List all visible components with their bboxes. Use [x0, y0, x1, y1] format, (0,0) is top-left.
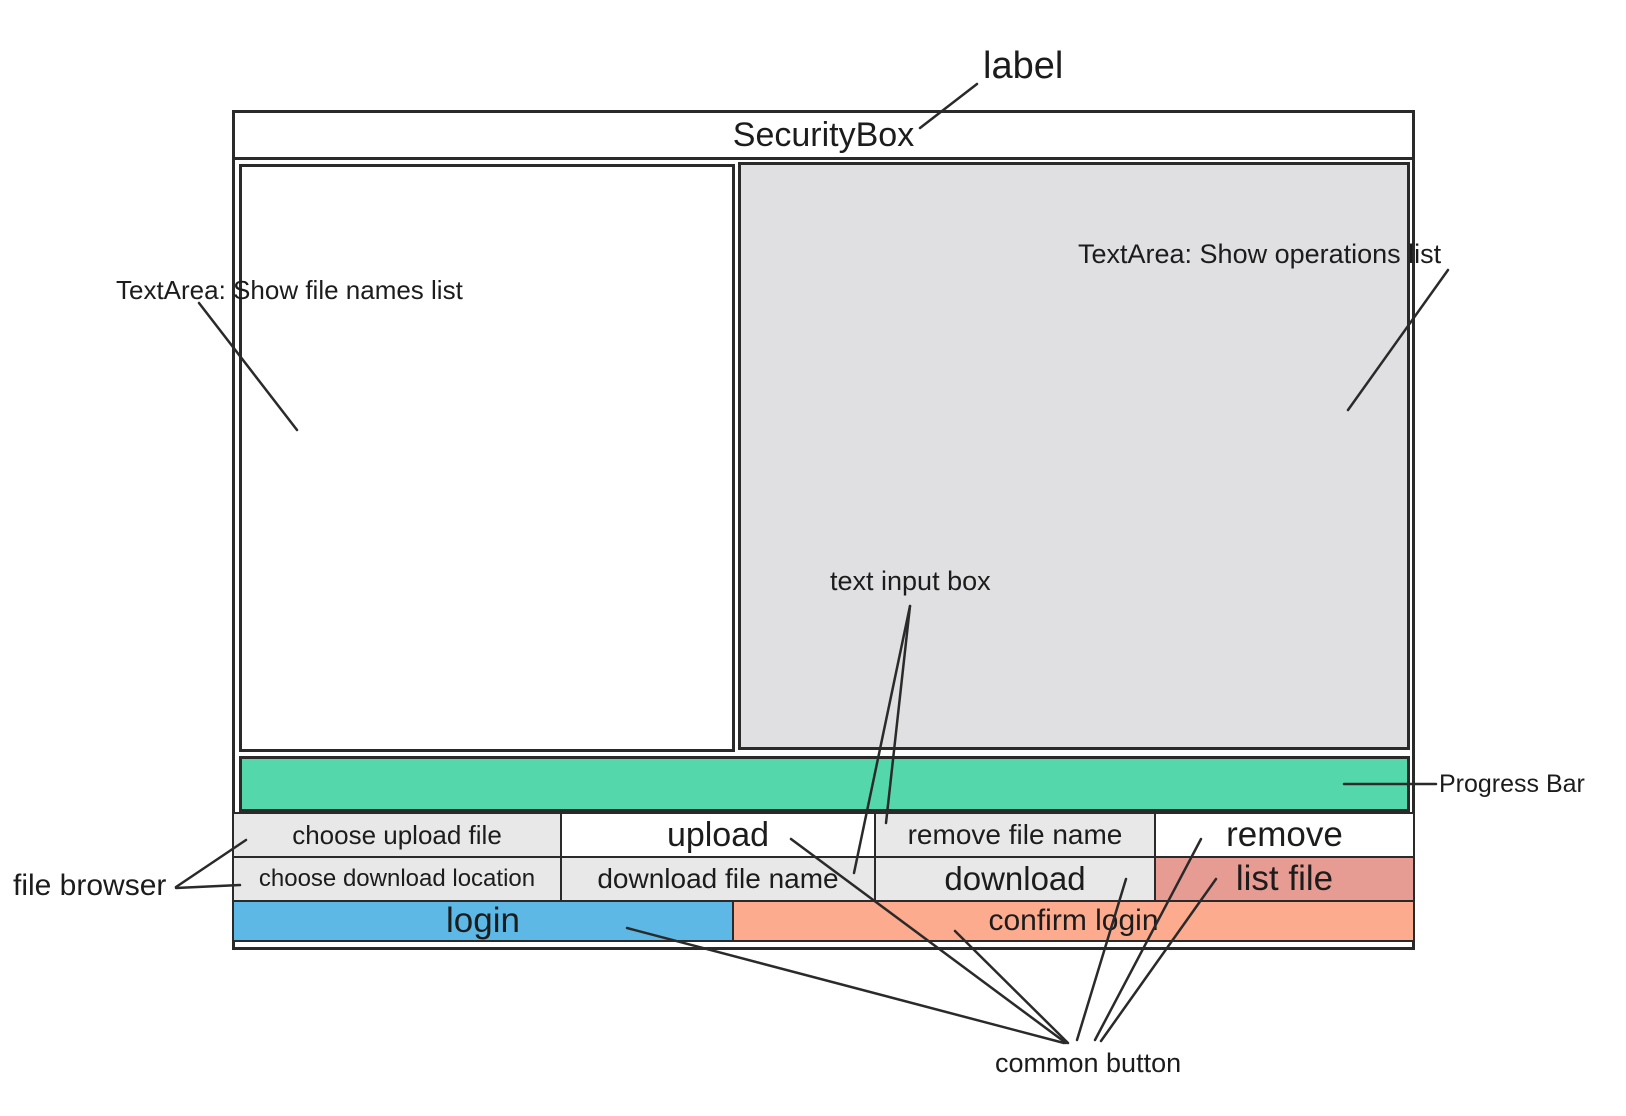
remove-label: remove	[1226, 815, 1343, 854]
confirm-login-button[interactable]: confirm login	[732, 900, 1415, 942]
annotation-common-button: common button	[995, 1048, 1182, 1078]
remove-file-name-input[interactable]: remove file name	[874, 812, 1156, 858]
list-file-label: list file	[1235, 859, 1334, 898]
file-browser-leader-2	[174, 883, 242, 890]
login-label: login	[446, 901, 520, 940]
annotation-label: label	[983, 45, 1064, 87]
upload-button[interactable]: upload	[560, 812, 876, 858]
remove-file-name-label: remove file name	[907, 819, 1123, 850]
download-file-name-label: download file name	[597, 863, 839, 894]
annotation-progress-bar: Progress Bar	[1439, 770, 1585, 798]
download-file-name-input[interactable]: download file name	[560, 856, 876, 902]
annotation-file-names-textarea: TextArea: Show file names list	[116, 275, 463, 305]
progress-bar	[239, 756, 1410, 812]
window-title-label: SecurityBox	[232, 110, 1415, 160]
operations-textarea[interactable]	[738, 162, 1410, 750]
list-file-button[interactable]: list file	[1154, 856, 1415, 902]
confirm-login-label: confirm login	[988, 904, 1159, 937]
login-button[interactable]: login	[232, 900, 734, 942]
remove-button[interactable]: remove	[1154, 812, 1415, 858]
annotation-text-input-box: text input box	[830, 566, 991, 596]
annotation-operations-textarea: TextArea: Show operations list	[1078, 239, 1442, 269]
download-button[interactable]: download	[874, 856, 1156, 902]
choose-download-location-button[interactable]: choose download location	[232, 856, 562, 902]
annotation-file-browser: file browser	[13, 869, 167, 902]
file-names-textarea[interactable]	[239, 164, 735, 752]
progress-bar-fill	[242, 759, 1407, 809]
window-title-text: SecurityBox	[732, 115, 915, 154]
download-label: download	[944, 860, 1086, 897]
upload-label: upload	[666, 815, 770, 854]
choose-download-location-label: choose download location	[258, 865, 536, 892]
choose-upload-file-label: choose upload file	[292, 819, 502, 850]
choose-upload-file-button[interactable]: choose upload file	[232, 812, 562, 858]
